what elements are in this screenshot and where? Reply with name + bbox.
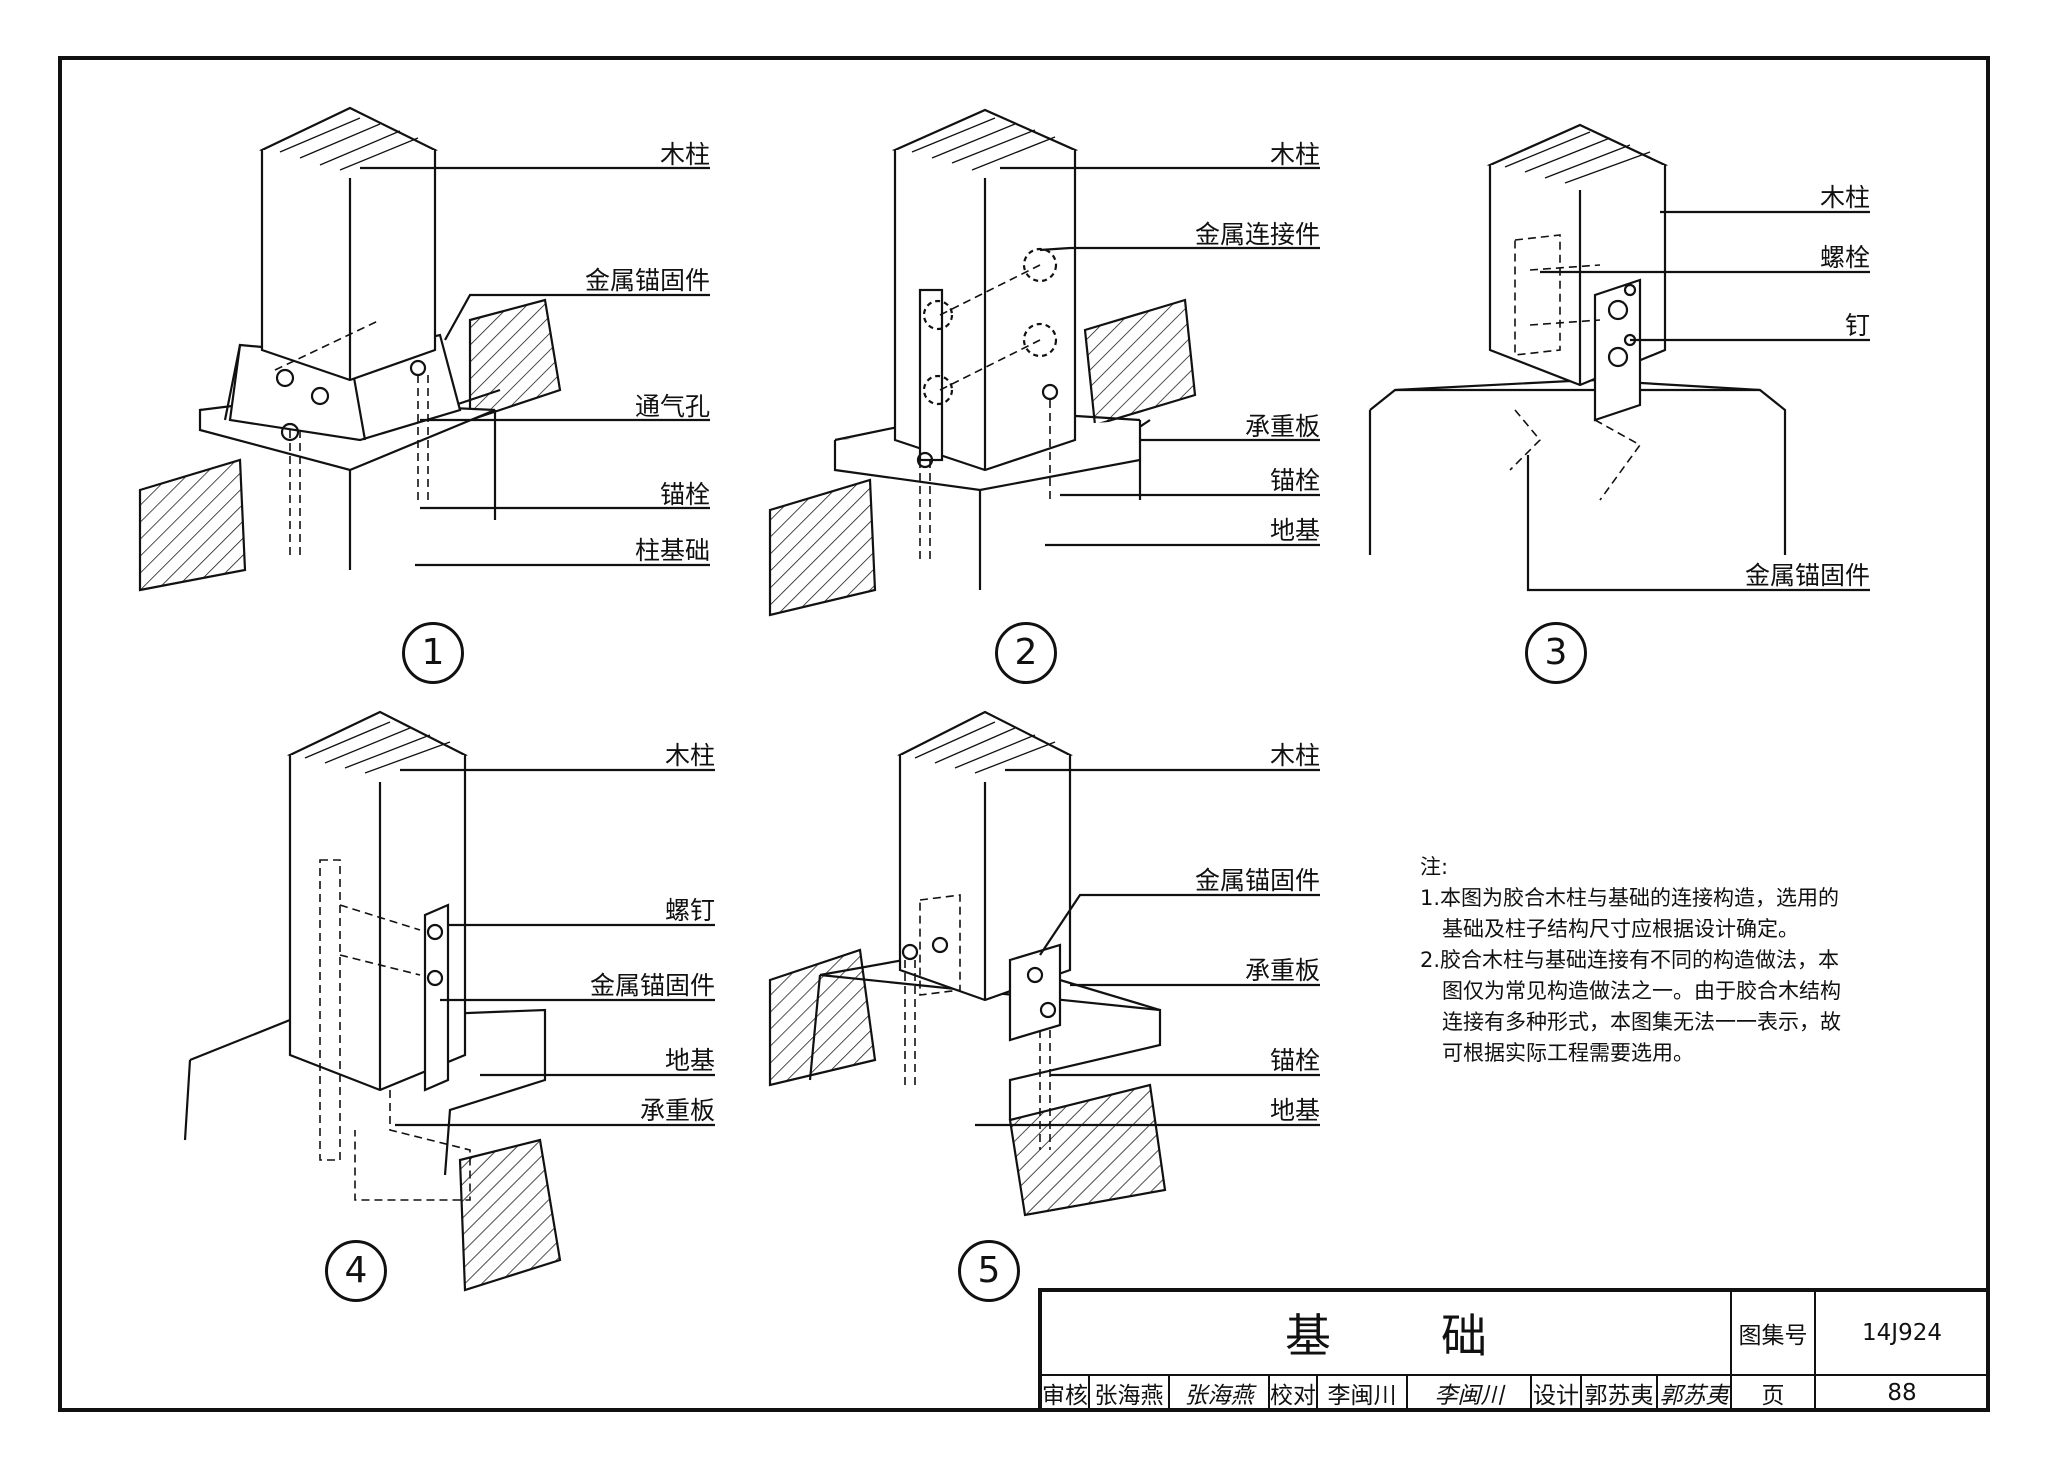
- fig3-label-screw: 螺栓: [1819, 243, 1870, 272]
- fig2-label-plate: 承重板: [1244, 412, 1320, 441]
- note-1-line-2: 基础及柱子结构尺寸应根据设计确定。: [1442, 917, 1799, 941]
- fig4-label-post: 木柱: [664, 741, 715, 770]
- review-label: 审核: [1042, 1376, 1090, 1412]
- fig1-label-vent: 通气孔: [634, 392, 710, 421]
- figure-4-drawing: [183, 710, 715, 1292]
- designer-signature: 郭苏夷: [1658, 1376, 1732, 1412]
- figure-1-number: 1: [402, 622, 464, 684]
- checker-signature: 李闽川: [1408, 1376, 1532, 1412]
- figure-3-number: 3: [1525, 622, 1587, 684]
- designer-name: 郭苏夷: [1582, 1376, 1658, 1412]
- figure-5-number: 5: [958, 1240, 1020, 1302]
- fig2-label-ground: 地基: [1269, 516, 1320, 545]
- fig3-label-nail: 钉: [1844, 311, 1870, 340]
- reviewer-name: 张海燕: [1090, 1376, 1170, 1412]
- fig5-label-anchor: 金属锚固件: [1194, 866, 1320, 895]
- note-2-line-3: 连接有多种形式，本图集无法一一表示，故: [1442, 1010, 1841, 1034]
- fig4-label-plate: 承重板: [639, 1096, 715, 1125]
- fig5-label-plate: 承重板: [1244, 956, 1320, 985]
- figure-1-drawing: [138, 106, 710, 592]
- fig3-label-post: 木柱: [1819, 183, 1870, 212]
- sheet-title: 基础: [1042, 1292, 1732, 1376]
- figure-5-drawing: [768, 710, 1320, 1217]
- fig1-label-post: 木柱: [659, 140, 710, 169]
- atlas-number-label: 图集号: [1732, 1292, 1816, 1376]
- checker-name: 李闽川: [1318, 1376, 1408, 1412]
- note-1-line-1: 1.本图为胶合木柱与基础的连接构造，选用的: [1420, 886, 1840, 910]
- design-label: 设计: [1532, 1376, 1582, 1412]
- note-2-line-1: 2.胶合木柱与基础连接有不同的构造做法，本: [1420, 948, 1840, 972]
- fig4-label-anchor: 金属锚固件: [589, 971, 715, 1000]
- fig3-label-anchor: 金属锚固件: [1744, 561, 1870, 590]
- fig2-label-connector: 金属连接件: [1194, 220, 1320, 249]
- check-label: 校对: [1270, 1376, 1318, 1412]
- figure-2-drawing: [768, 108, 1320, 617]
- title-block: 基础 图集号 14J924 审核 张海燕 张海燕 校对 李闽川 李闽川 设计 郭…: [1038, 1288, 1990, 1412]
- fig2-label-bolt: 锚栓: [1269, 466, 1320, 495]
- figure-2-number: 2: [995, 622, 1057, 684]
- drawing-frame: [58, 56, 1990, 1412]
- atlas-number: 14J924: [1816, 1292, 1990, 1376]
- fig4-label-ground: 地基: [664, 1046, 715, 1075]
- fig4-label-screw: 螺钉: [664, 896, 715, 925]
- reviewer-signature: 张海燕: [1170, 1376, 1270, 1412]
- fig1-label-bolt: 锚栓: [659, 480, 710, 509]
- notes-block: 注: 1.本图为胶合木柱与基础的连接构造，选用的 基础及柱子结构尺寸应根据设计确…: [1420, 852, 1841, 1069]
- fig1-label-anchor: 金属锚固件: [584, 266, 710, 295]
- fig1-label-base: 柱基础: [634, 536, 710, 565]
- figure-3-drawing: [1368, 123, 1870, 592]
- note-2-line-4: 可根据实际工程需要选用。: [1442, 1041, 1694, 1065]
- page-label: 页: [1732, 1376, 1816, 1412]
- notes-heading: 注:: [1420, 855, 1449, 879]
- fig5-label-post: 木柱: [1269, 741, 1320, 770]
- figure-4-number: 4: [325, 1240, 387, 1302]
- fig5-label-ground: 地基: [1269, 1096, 1320, 1125]
- note-2-line-2: 图仅为常见构造做法之一。由于胶合木结构: [1442, 979, 1841, 1003]
- fig5-label-bolt: 锚栓: [1269, 1046, 1320, 1075]
- fig2-label-post: 木柱: [1269, 140, 1320, 169]
- page-number: 88: [1816, 1376, 1990, 1412]
